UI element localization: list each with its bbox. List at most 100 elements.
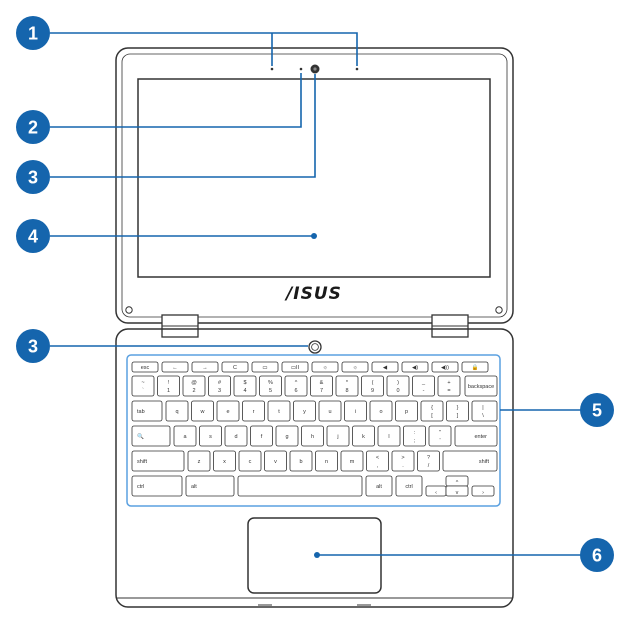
backspace-key: backspace bbox=[464, 375, 498, 397]
leader-1 bbox=[50, 32, 358, 66]
symbol-key-r3-0: :; bbox=[403, 425, 426, 447]
letter-key-r: r bbox=[242, 400, 265, 422]
number-key-6-label: ^ bbox=[295, 380, 298, 386]
number-key-7-label: & bbox=[320, 380, 324, 386]
shift-left-key-label: shift bbox=[137, 459, 148, 465]
enter-key: enter bbox=[454, 425, 498, 447]
letter-key-v: v bbox=[264, 450, 287, 472]
fn-key-3-label: C bbox=[233, 365, 237, 371]
lid-screw-left bbox=[125, 306, 133, 314]
number-key-3-label: # bbox=[218, 380, 222, 386]
letter-key-w: w bbox=[191, 400, 214, 422]
fn-key-5: ▭II bbox=[281, 361, 309, 373]
symbol-key-r4-2-label: / bbox=[428, 463, 430, 469]
power-button-inner bbox=[311, 343, 319, 351]
number-key-7-label: 7 bbox=[320, 388, 323, 394]
letter-key-i-label: i bbox=[355, 409, 356, 415]
svg-text:3: 3 bbox=[28, 168, 38, 188]
symbol-key-r4-2-label: ? bbox=[427, 455, 430, 461]
backspace-key-label: backspace bbox=[468, 384, 494, 390]
letter-key-e: e bbox=[216, 400, 240, 422]
symbol-key-r4-1: >. bbox=[391, 450, 415, 472]
fn-key-9-label: ◀) bbox=[412, 365, 418, 371]
letter-key-m: m bbox=[340, 450, 364, 472]
letter-key-i: i bbox=[344, 400, 367, 422]
letter-key-y: y bbox=[293, 400, 316, 422]
fn-key-1-label: ← bbox=[172, 365, 178, 371]
alt-right-key: alt bbox=[365, 475, 393, 497]
letter-key-q-label: q bbox=[175, 409, 178, 415]
number-key-10-label: ) bbox=[397, 380, 399, 386]
number-key-9: (9 bbox=[361, 375, 384, 397]
alt-right-key-label: alt bbox=[376, 484, 382, 490]
fn-key-10: ◀)) bbox=[431, 361, 459, 373]
fn-key-2: → bbox=[191, 361, 219, 373]
number-key-9-label: 9 bbox=[371, 388, 374, 394]
letter-key-g: g bbox=[275, 425, 299, 447]
symbol-key-r3-0-label: ; bbox=[414, 438, 416, 444]
letter-key-h-label: h bbox=[311, 434, 314, 440]
symbol-key-r2-2: |\ bbox=[471, 400, 498, 422]
symbol-key-r4-0-label: , bbox=[377, 463, 379, 469]
symbol-key-r4-2: ?/ bbox=[417, 450, 440, 472]
number-key-0-label: ` bbox=[142, 388, 144, 394]
letter-key-g-label: g bbox=[285, 434, 288, 440]
number-key-11-label: - bbox=[423, 388, 425, 394]
arrow-left-key-label: ‹ bbox=[435, 490, 437, 496]
callout-5: 5 bbox=[580, 393, 614, 427]
display-bezel-inner bbox=[121, 53, 508, 318]
microphone-center bbox=[299, 67, 303, 71]
symbol-key-r2-2-label: | bbox=[482, 405, 483, 411]
webcam-lens bbox=[313, 67, 317, 71]
letter-key-k: k bbox=[352, 425, 375, 447]
letter-key-z-label: z bbox=[198, 459, 201, 465]
fn-key-6-label: ☼ bbox=[322, 365, 327, 371]
callout-4: 4 bbox=[16, 219, 50, 253]
letter-key-d: d bbox=[224, 425, 248, 447]
number-key-1-label: ! bbox=[168, 380, 170, 386]
letter-key-c-label: c bbox=[249, 459, 252, 465]
space-key bbox=[237, 475, 363, 497]
fn-key-11-label: 🔒 bbox=[472, 364, 479, 371]
symbol-key-r2-0: {[ bbox=[420, 400, 444, 422]
number-key-9-label: ( bbox=[372, 380, 374, 386]
microphone-right bbox=[355, 67, 359, 71]
letter-key-u: u bbox=[318, 400, 342, 422]
svg-text:6: 6 bbox=[592, 546, 602, 566]
letter-key-v-label: v bbox=[274, 459, 277, 465]
number-key-4: $4 bbox=[233, 375, 257, 397]
svg-text:2: 2 bbox=[28, 118, 38, 138]
number-key-8-label: * bbox=[346, 380, 349, 386]
letter-key-j: j bbox=[326, 425, 350, 447]
number-key-11-label: _ bbox=[421, 380, 426, 386]
number-key-4-label: $ bbox=[243, 380, 246, 386]
fn-key-5-label: ▭II bbox=[291, 365, 300, 371]
number-key-3: #3 bbox=[208, 375, 231, 397]
ctrl-left-key: ctrl bbox=[131, 475, 183, 497]
number-key-12-label: = bbox=[447, 388, 450, 394]
letter-key-f: f bbox=[250, 425, 273, 447]
symbol-key-r4-0: <, bbox=[366, 450, 389, 472]
number-key-0: ~` bbox=[131, 375, 155, 397]
number-key-10-label: 0 bbox=[396, 388, 399, 394]
shift-right-key: shift bbox=[442, 450, 498, 472]
laptop-base bbox=[115, 328, 514, 608]
svg-text:3: 3 bbox=[28, 337, 38, 357]
number-key-5: %5 bbox=[259, 375, 282, 397]
symbol-key-r2-0-label: [ bbox=[431, 413, 433, 419]
lid-screw-right bbox=[495, 306, 503, 314]
letter-key-c: c bbox=[238, 450, 262, 472]
arrow-right-key: › bbox=[471, 485, 495, 497]
callout-2: 2 bbox=[16, 110, 50, 144]
fn-key-0-label: esc bbox=[141, 365, 150, 371]
fn-key-8-label: ◀ bbox=[383, 365, 388, 371]
alt-left-key-label: alt bbox=[191, 484, 197, 490]
tab-key-label: tab bbox=[137, 409, 145, 415]
letter-key-w-label: w bbox=[200, 409, 205, 415]
callout-3-power: 3 bbox=[16, 329, 50, 363]
tab-key: tab bbox=[131, 400, 163, 422]
fn-key-8: ◀ bbox=[371, 361, 399, 373]
ctrl-right-key: ctrl bbox=[395, 475, 423, 497]
fn-key-10-label: ◀)) bbox=[441, 365, 449, 371]
hinge-left bbox=[161, 314, 199, 338]
